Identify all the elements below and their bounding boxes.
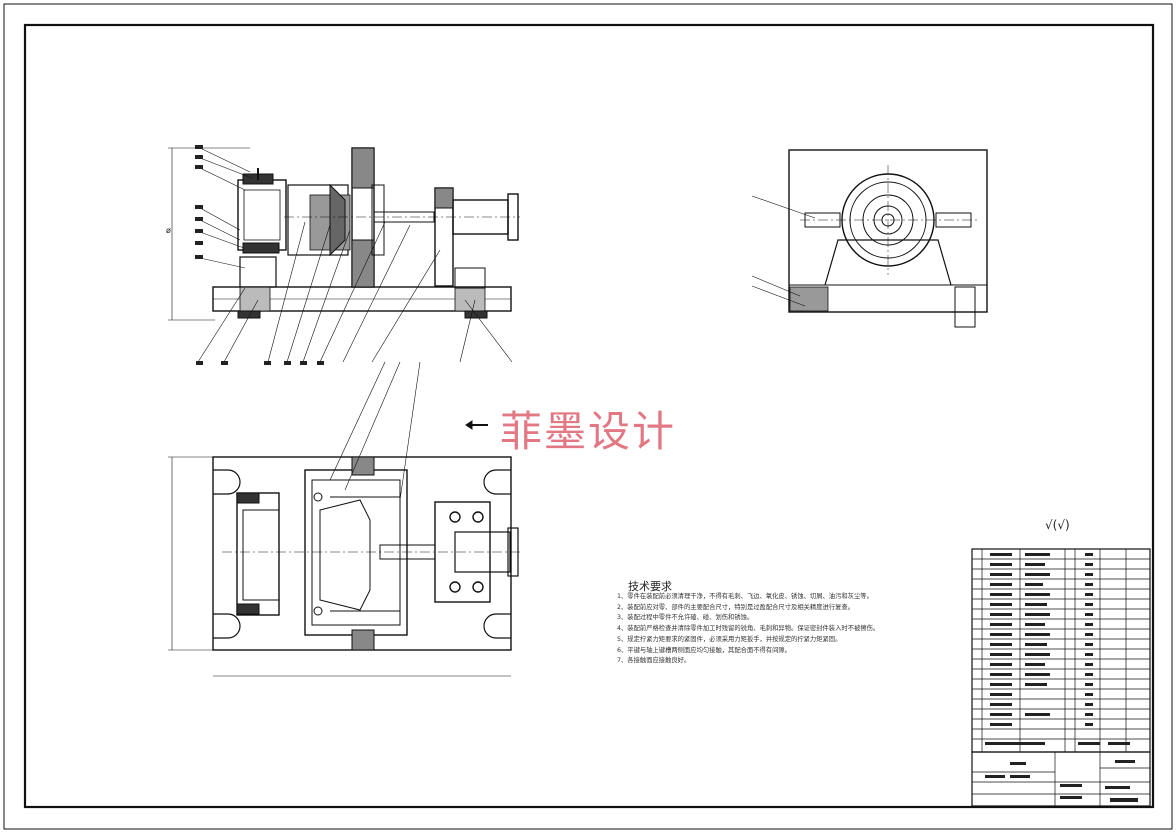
requirement-item: 1、零件在装配前必须清理干净，不得有毛刺、飞边、氧化皮、锈蚀、切屑、油污和灰尘等… [617,593,873,600]
view-arrow [465,420,488,430]
technical-requirements-list: 1、零件在装配前必须清理干净，不得有毛刺、飞边、氧化皮、锈蚀、切屑、油污和灰尘等… [617,592,957,667]
front-view [168,145,520,365]
inner-frame [23,23,1155,809]
top-view [168,361,520,677]
requirement-item: 7、各接触面应接触良好。 [617,657,691,665]
technical-requirements-title: 技术要求 [628,580,672,593]
title-block [971,751,1151,807]
side-view [751,149,988,328]
outer-border [3,3,1173,830]
height-dimension-label: ø [166,226,171,235]
surface-roughness-note: √(√) [1045,518,1070,532]
parts-list [971,548,1151,753]
watermark-text: 菲墨设计 [500,407,677,456]
requirement-item: 5、规定拧紧力矩要求的紧固件，必须采用力矩扳手，并按规定的拧紧力矩紧固。 [617,635,842,643]
requirement-item: 3、装配过程中零件不允许磕、碰、划伤和锈蚀。 [617,614,754,622]
parts-list-rows [972,558,1150,740]
requirement-item: 6、平键与轴上键槽两侧面应均匀接触，其配合面不得有间隙。 [617,646,792,654]
requirement-item: 2、装配前应对零、部件的主要配合尺寸，特别是过盈配合尺寸及相关精度进行复查。 [617,603,854,611]
requirement-item: 4、装配前严格检查并清除零件加工时残留的锐角、毛刺和异物。保证密封件装入时不被擦… [617,625,880,633]
